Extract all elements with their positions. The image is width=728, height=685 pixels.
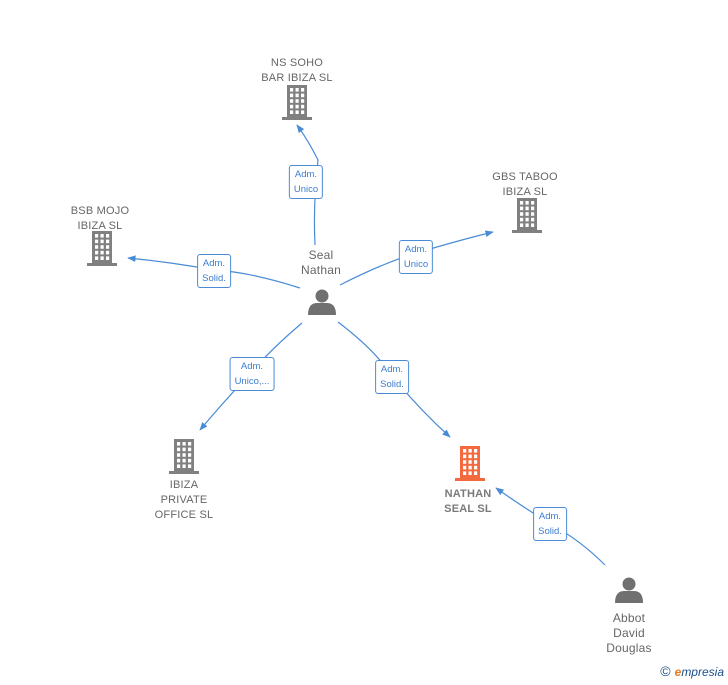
edge-label-type: Unico,... <box>234 376 270 387</box>
ibiza-private-building-icon[interactable] <box>169 439 199 474</box>
node-label-line2: David <box>613 626 645 640</box>
node-label-line3: Douglas <box>606 641 652 655</box>
node-label-line2: IBIZA SL <box>77 220 123 232</box>
edge-label-ibiza-private: Adm. Unico,... <box>229 357 275 391</box>
ibiza-private-label[interactable]: IBIZA PRIVATE OFFICE SL <box>155 478 214 523</box>
edge-label-role: Adm. <box>404 244 428 255</box>
edge-seal-nathan-to-ns-soho <box>296 124 319 246</box>
node-label-line1: Abbot <box>612 611 646 625</box>
node-label-line2: BAR IBIZA SL <box>261 72 333 84</box>
node-label-line1: NATHAN <box>444 488 492 500</box>
node-label-line1: Seal <box>308 248 334 262</box>
edge-label-type: Solid. <box>538 526 562 537</box>
edge-label-ns-soho: Adm. Unico <box>288 165 324 199</box>
gbs-taboo-building-icon[interactable] <box>512 198 542 233</box>
edge-label-type: Solid. <box>202 273 226 284</box>
edge-label-type: Solid. <box>380 379 404 390</box>
empresia-brand: ©empresia <box>660 663 724 679</box>
node-label-line1: BSB MOJO <box>70 205 130 217</box>
nathan-seal-building-icon[interactable] <box>455 446 485 481</box>
ns-soho-label[interactable]: NS SOHO BAR IBIZA SL <box>261 56 332 86</box>
edge-label-role: Adm. <box>380 364 404 375</box>
gbs-taboo-label[interactable]: GBS TABOO IBIZA SL <box>492 170 558 200</box>
edge-label-nathan-seal: Adm. Solid. <box>375 360 409 394</box>
node-label-line2: PRIVATE <box>160 494 208 506</box>
edge-label-role: Adm. <box>240 361 264 372</box>
brand-initial: e <box>674 665 682 679</box>
bsb-mojo-building-icon[interactable] <box>87 231 117 266</box>
node-label-line1: GBS TABOO <box>492 171 558 183</box>
bsb-mojo-label[interactable]: BSB MOJO IBIZA SL <box>71 204 129 234</box>
edge-label-bsb-mojo: Adm. Solid. <box>197 254 231 288</box>
abbot-person-icon[interactable] <box>615 577 643 604</box>
edge-label-type: Unico <box>403 259 429 270</box>
edge-label-type: Unico <box>293 184 319 195</box>
nathan-seal-label[interactable]: NATHAN SEAL SL <box>444 487 492 517</box>
edge-label-role: Adm. <box>538 511 562 522</box>
node-label-line3: OFFICE SL <box>154 509 214 521</box>
ns-soho-building-icon[interactable] <box>282 85 312 120</box>
node-label-line2: Nathan <box>301 263 341 277</box>
node-label-line1: IBIZA <box>169 479 199 491</box>
copyright-symbol: © <box>660 663 671 679</box>
node-label-line1: NS SOHO <box>270 57 324 69</box>
edge-label-nathan-seal: Adm. Solid. <box>533 507 567 541</box>
edge-label-gbs-taboo: Adm. Unico <box>398 240 434 274</box>
seal-nathan-person-icon[interactable] <box>308 289 336 316</box>
node-label-line2: SEAL SL <box>444 503 492 515</box>
edge-label-role: Adm. <box>294 169 318 180</box>
edge-label-role: Adm. <box>202 258 226 269</box>
node-label-line2: IBIZA SL <box>502 186 548 198</box>
brand-name: mpresia <box>681 665 724 679</box>
